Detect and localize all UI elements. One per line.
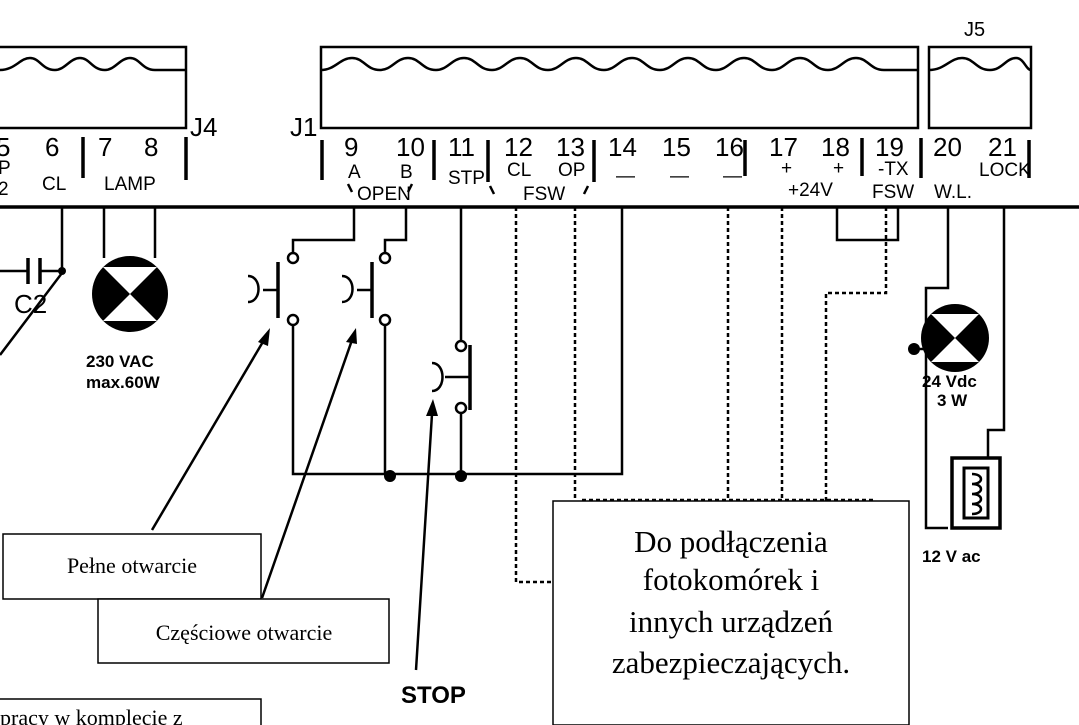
terminal-11-number: 11 (448, 132, 475, 162)
terminal-5-sub2: 2 (0, 179, 9, 200)
terminal-19-number: 19 (875, 132, 904, 162)
terminal-21-number: 21 (988, 132, 1017, 162)
lamp-230v-voltage: 230 VAC (86, 352, 154, 371)
plus24v-group-label: +24V (788, 180, 833, 201)
photocells-line-4: zabezpieczających. (612, 645, 850, 680)
terminal-11-sub: STP (448, 168, 485, 189)
terminal-10-sub: B (400, 162, 413, 183)
terminal-5-number: 5 (0, 132, 10, 162)
terminal-6-sub: CL (42, 174, 66, 195)
fsw-left-group-label: FSW (523, 184, 565, 205)
j1-label: J1 (290, 112, 317, 142)
terminal-block-j5: J5 (927, 19, 1033, 130)
electric-lock: 12 V ac (922, 207, 1006, 566)
terminal-16-sub: — (723, 166, 742, 187)
annotation-arrows (150, 328, 438, 671)
terminal-7-sub: LAMP (104, 174, 156, 195)
lock-voltage: 12 V ac (922, 547, 981, 566)
terminal-16-number: 16 (715, 132, 744, 162)
terminal-20-number: 20 (933, 132, 962, 162)
terminal-13-number: 13 (556, 132, 585, 162)
terminal-18-number: 18 (821, 132, 850, 162)
stop-button-wiring (431, 207, 472, 474)
terminal-7-number: 7 (98, 132, 112, 162)
terminal-block-j1: J1 (290, 45, 920, 142)
stop-label: STOP (401, 682, 466, 709)
terminal-19-sub: -TX (878, 159, 909, 180)
terminal-block-j4: J4 (0, 45, 217, 142)
fsw-wiring (514, 207, 900, 584)
annotation-full-open: Pełne otwarcie (2, 533, 262, 600)
fsw-right-group-label: FSW (872, 182, 914, 203)
annotation-cut-box: pracy w komplecie z (0, 698, 262, 725)
terminal-numbers: 5 6 7 8 9 10 11 12 13 14 15 16 17 18 19 … (0, 132, 1017, 162)
lamp-24v-power: 3 W (937, 391, 968, 410)
terminal-17-sub: + (781, 158, 792, 179)
terminal-13-sub: OP (558, 160, 585, 181)
terminal-12-number: 12 (504, 132, 533, 162)
cut-off-text: pracy w komplecie z (0, 705, 183, 725)
terminal-18-sub: + (833, 158, 844, 179)
terminal-14-number: 14 (608, 132, 637, 162)
terminal-15-sub: — (670, 166, 689, 187)
j5-label: J5 (964, 19, 985, 41)
terminal-14-sub: — (616, 166, 635, 187)
terminal-17-number: 17 (769, 132, 798, 162)
photocells-line-3: innych urządzeń (629, 604, 833, 639)
terminal-5-sub: P (0, 158, 11, 179)
lamp-230v-power: max.60W (86, 373, 161, 392)
terminal-separators (81, 137, 1031, 195)
capacitor-label: C2 (14, 289, 47, 319)
terminal-15-number: 15 (662, 132, 691, 162)
main-lamp: 230 VAC max.60W (86, 207, 168, 392)
open-buttons-wiring (247, 207, 624, 482)
open-group-label: OPEN (357, 184, 411, 205)
terminal-10-number: 10 (396, 132, 425, 162)
full-open-text: Pełne otwarcie (67, 553, 197, 578)
annotation-photocells: Do podłączenia fotokomórek i innych urzą… (552, 500, 910, 725)
terminal-12-sub: CL (507, 160, 531, 181)
terminal-9-number: 9 (344, 132, 358, 162)
j4-label: J4 (190, 112, 217, 142)
annotation-partial-open: Częściowe otwarcie (97, 598, 390, 664)
partial-open-text: Częściowe otwarcie (156, 620, 333, 645)
terminal-sub-labels: P 2 CL LAMP A B STP CL OP — — — + + -TX … (0, 158, 1031, 205)
terminal-6-number: 6 (45, 132, 59, 162)
warning-lamp: 24 Vdc 3 W (908, 207, 989, 530)
capacitor-c2: C2 (0, 207, 66, 356)
photocells-line-1: Do podłączenia (634, 524, 828, 559)
terminal-20-sub: W.L. (934, 182, 972, 203)
terminal-21-sub: LOCK (979, 160, 1031, 181)
photocells-line-2: fotokomórek i (643, 562, 820, 597)
terminal-9-sub: A (348, 162, 361, 183)
lamp-24v-voltage: 24 Vdc (922, 372, 977, 391)
terminal-8-number: 8 (144, 132, 158, 162)
